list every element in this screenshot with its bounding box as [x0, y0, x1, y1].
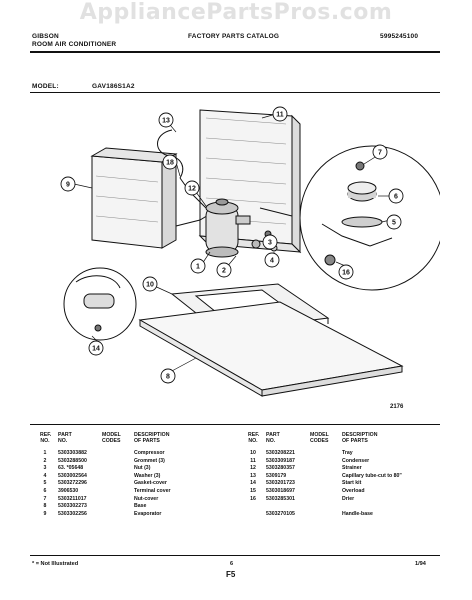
- callout-18: 18: [166, 160, 174, 167]
- product-type: ROOM AIR CONDITIONER: [32, 41, 117, 48]
- callout-16: 16: [342, 270, 350, 277]
- callout-8: 8: [166, 374, 170, 381]
- callout-11: 11: [276, 112, 284, 119]
- callout-1: 1: [196, 264, 200, 271]
- callout-9: 9: [66, 182, 70, 189]
- compressor-drawing: [205, 198, 251, 258]
- section-code: F5: [226, 570, 236, 579]
- evaporator-drawing: [90, 147, 178, 249]
- catalog-title: FACTORY PARTS CATALOG: [188, 33, 280, 40]
- header-rule: [30, 51, 440, 53]
- header-ref: REF. NO.: [40, 432, 52, 444]
- diagram-svg: 13 11 7 6 5 16 9 18 12 1 2 3 4 10 8 14: [60, 106, 440, 397]
- header-desc: DESCRIPTION OF PARTS: [342, 432, 378, 444]
- publication-number: 5995245100: [380, 33, 419, 40]
- callout-3: 3: [268, 240, 272, 247]
- header-part: PART NO.: [266, 432, 280, 444]
- model-number: GAV186S1A2: [92, 83, 135, 90]
- start-kit-detail-drawing: [63, 267, 137, 341]
- figure-number: 2176: [390, 404, 404, 410]
- brand-name: GIBSON: [32, 33, 59, 40]
- terminal-detail-drawing: [299, 145, 440, 291]
- header-code: MODEL CODES: [310, 432, 329, 444]
- callout-12: 12: [188, 186, 196, 193]
- callout-10: 10: [146, 282, 154, 289]
- footer-rule: [30, 555, 440, 556]
- table-rule: [30, 424, 440, 426]
- callout-14: 14: [92, 346, 100, 353]
- page-number: 6: [230, 561, 234, 567]
- callout-4: 4: [270, 258, 274, 265]
- model-rule: [30, 92, 440, 94]
- header-part: PART NO.: [58, 432, 72, 444]
- model-label: MODEL:: [32, 83, 59, 90]
- header-desc: DESCRIPTION OF PARTS: [134, 432, 170, 444]
- exploded-parts-diagram: 13 11 7 6 5 16 9 18 12 1 2 3 4 10 8 14: [30, 96, 440, 416]
- callout-2: 2: [222, 268, 226, 275]
- base-drawing: [138, 301, 404, 397]
- callout-6: 6: [394, 194, 398, 201]
- publication-date: 1/94: [415, 561, 426, 567]
- site-watermark: AppliancePartsPros.com: [79, 0, 393, 25]
- callout-7: 7: [378, 150, 382, 157]
- callout-5: 5: [392, 220, 396, 227]
- header-ref: REF. NO.: [248, 432, 260, 444]
- not-illustrated-note: * = Not Illustrated: [32, 561, 79, 567]
- callout-13: 13: [162, 118, 170, 125]
- header-code: MODEL CODES: [102, 432, 121, 444]
